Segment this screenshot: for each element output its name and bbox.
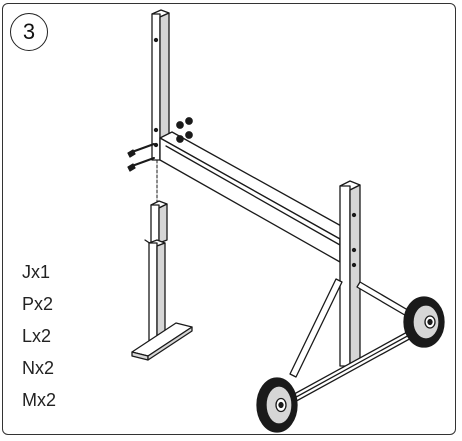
part-item-m: Mx2	[22, 390, 57, 410]
parts-list: Jx1 Px2 Lx2 Nx2 Mx2	[22, 256, 56, 416]
bolt-upper	[127, 143, 155, 158]
part-item-p: Px2	[22, 294, 54, 314]
nut-3	[176, 135, 184, 143]
left-lower-leg	[131, 200, 193, 361]
step-number-badge: 3	[10, 13, 48, 51]
wheel-struts	[275, 278, 425, 411]
nut-1	[176, 121, 184, 129]
wheel-left	[256, 377, 298, 433]
right-post	[339, 180, 361, 368]
nut-2	[185, 117, 193, 125]
bolts-group	[127, 117, 193, 172]
instruction-panel	[2, 3, 456, 435]
wheel-right	[403, 296, 445, 348]
crossbar	[159, 131, 353, 263]
nut-4	[185, 131, 193, 139]
part-item-j: Jx1	[22, 262, 51, 282]
step-number: 3	[22, 19, 36, 44]
part-item-n: Nx2	[22, 358, 55, 378]
part-item-l: Lx2	[22, 326, 52, 346]
bolt-lower	[127, 157, 155, 172]
